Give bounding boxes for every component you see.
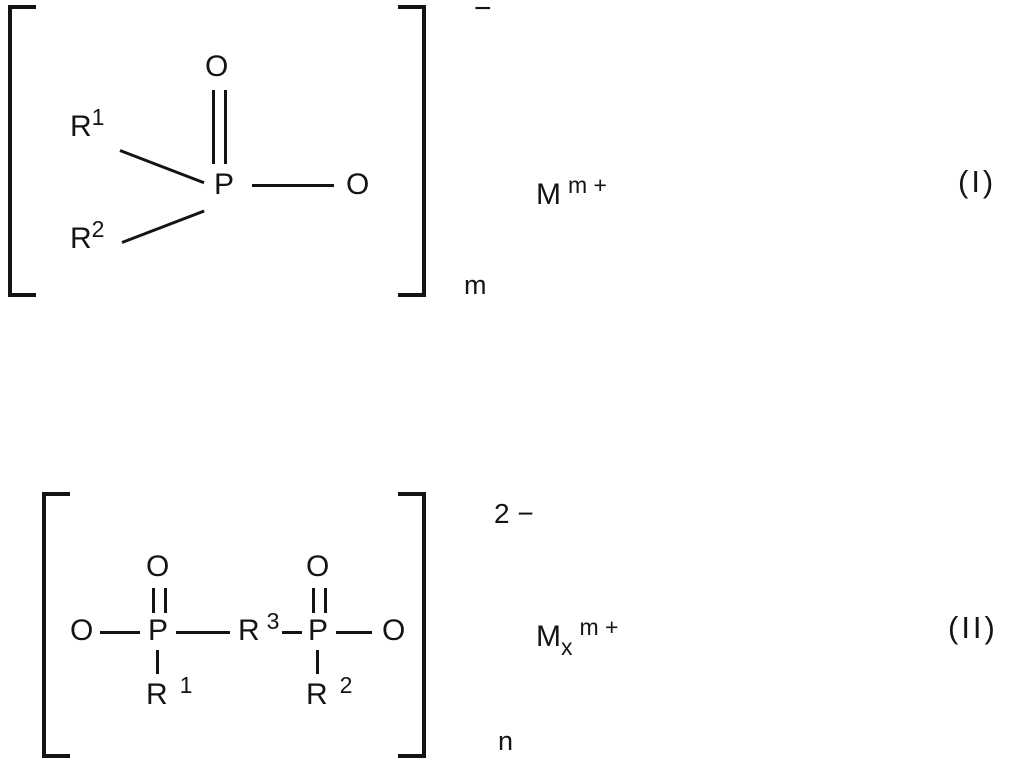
r1-superscript: 1 bbox=[91, 104, 105, 130]
formula1-oxygen-double: O bbox=[205, 50, 229, 83]
formula1-substituent-r2: R2 bbox=[70, 218, 104, 255]
formula1-close-bracket bbox=[398, 5, 426, 297]
formula2-phosphorus-right: P bbox=[308, 614, 329, 647]
r1-symbol: R bbox=[70, 110, 92, 143]
formula2-close-bracket bbox=[398, 492, 426, 758]
double-bond-p2-line-1 bbox=[312, 588, 315, 613]
double-bond-p2-line-2 bbox=[324, 588, 327, 613]
formula2-cation: Mxm + bbox=[536, 616, 618, 659]
bond-r2-p bbox=[121, 209, 205, 244]
cation-m-charge-superscript: m + bbox=[568, 172, 607, 198]
bond-oleft-p1 bbox=[100, 631, 140, 634]
cation-mx-symbol: M bbox=[536, 620, 561, 653]
double-bond-p1-line-2 bbox=[164, 588, 167, 613]
double-bond-o-p-line-1 bbox=[212, 90, 215, 164]
r2-symbol: R bbox=[70, 222, 92, 255]
r2-superscript: 2 bbox=[91, 216, 105, 242]
cation-mx-charge-superscript: m + bbox=[579, 614, 619, 640]
formula2-number-label: (II) bbox=[948, 610, 998, 645]
formula2-repeat-subscript: n bbox=[498, 726, 514, 756]
formula2-oxygen-left: O bbox=[70, 614, 94, 647]
r3-superscript: 3 bbox=[266, 608, 280, 634]
bond-p2-r2-down bbox=[316, 650, 319, 674]
formula2-oxygen-top-right: O bbox=[306, 550, 330, 583]
r2-down-symbol: R bbox=[306, 678, 328, 711]
bond-p1-r3 bbox=[176, 631, 230, 634]
formula2-phosphorus-left: P bbox=[148, 614, 169, 647]
formula1-open-bracket bbox=[8, 5, 36, 297]
formula1-oxygen-single: O bbox=[346, 168, 370, 201]
r1-down-symbol: R bbox=[146, 678, 168, 711]
formula2-charge-label: 2 − bbox=[494, 498, 534, 529]
formula2-oxygen-top-left: O bbox=[146, 550, 170, 583]
formula2-open-bracket bbox=[42, 492, 70, 758]
r1-down-superscript: 1 bbox=[179, 672, 193, 698]
r3-symbol: R bbox=[238, 614, 260, 647]
formula2-oxygen-right: O bbox=[382, 614, 406, 647]
double-bond-p1-line-1 bbox=[152, 588, 155, 613]
double-bond-o-p-line-2 bbox=[224, 90, 227, 164]
formula1-repeat-subscript: m bbox=[464, 270, 487, 300]
bond-p2-oright bbox=[336, 631, 372, 634]
formula1-substituent-r1: R1 bbox=[70, 106, 104, 143]
bond-r3-p2 bbox=[282, 631, 302, 634]
cation-mx-subscript: x bbox=[561, 634, 573, 660]
bond-p1-r1-down bbox=[156, 650, 159, 674]
formula1-phosphorus: P bbox=[214, 168, 235, 201]
bond-p-o bbox=[252, 184, 334, 187]
formula1-number-label: (I) bbox=[958, 164, 997, 199]
bond-r1-p bbox=[119, 149, 205, 185]
cation-m-symbol: M bbox=[536, 178, 561, 211]
r2-down-superscript: 2 bbox=[339, 672, 353, 698]
formula1-charge-label: − bbox=[474, 0, 492, 25]
